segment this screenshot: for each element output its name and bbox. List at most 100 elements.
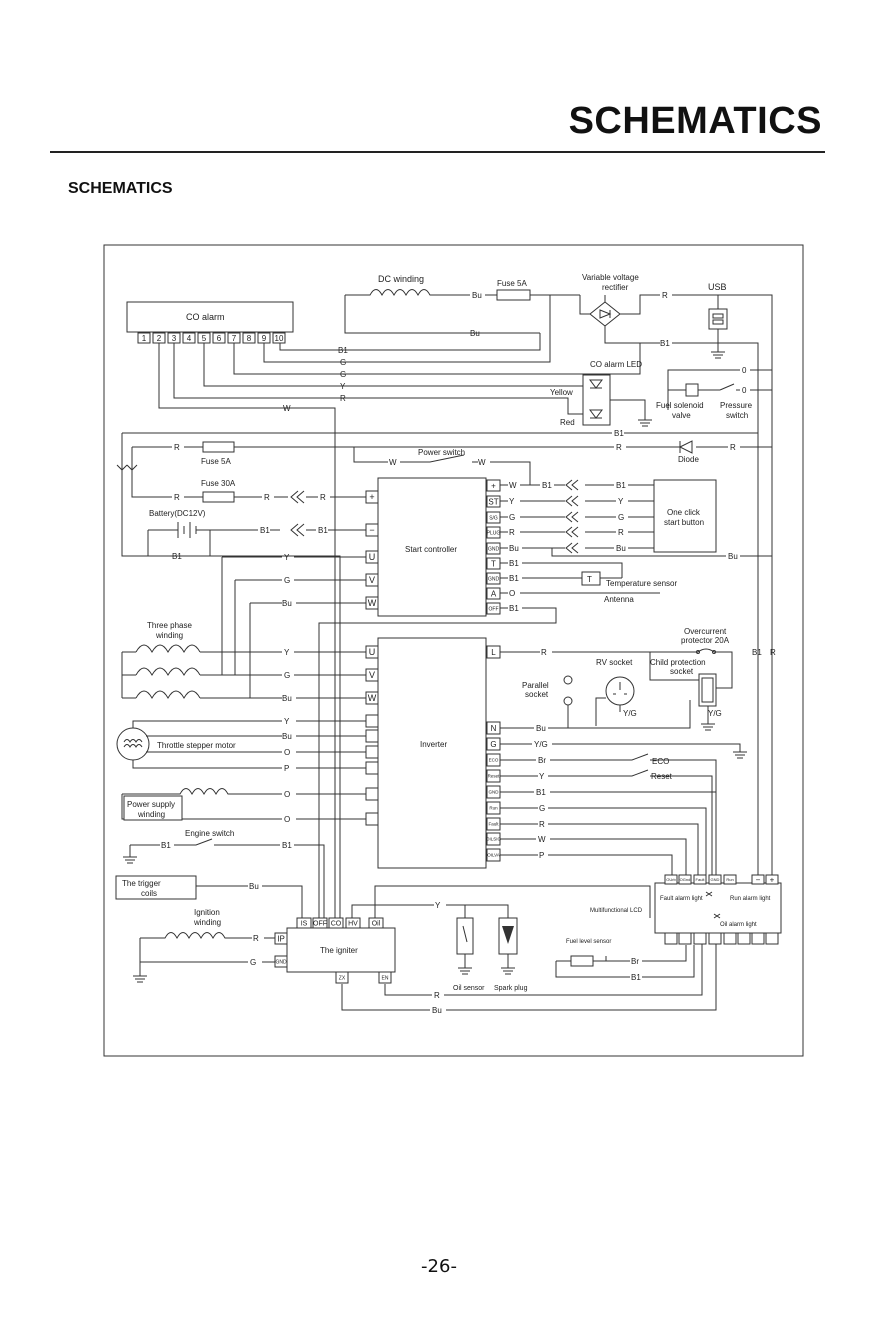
svg-text:Diode: Diode [678, 455, 699, 464]
svg-text:O: O [509, 589, 515, 598]
svg-text:Battery(DC12V): Battery(DC12V) [149, 509, 206, 518]
co-pin-7: 7 [227, 332, 241, 344]
svg-text:start button: start button [664, 518, 704, 527]
inv-right-pin-9: OILSIG [486, 832, 501, 846]
svg-text:B1: B1 [509, 604, 519, 613]
sc-pin-5-label: GND [488, 546, 500, 552]
ig-top-pin-5: Oil [368, 917, 384, 929]
svg-text:W: W [509, 481, 517, 490]
inv-left-empty-pin-6 [365, 812, 379, 826]
svg-text:R: R [174, 493, 180, 502]
svg-text:Y: Y [284, 648, 290, 657]
lcd-bottom-pins [664, 932, 779, 945]
sc-pin-6-label: T [491, 559, 496, 568]
fuse-5a-left [202, 441, 235, 453]
sc-left-pin-4-label: V [369, 575, 375, 585]
power-supply-winding: Power supply winding O O [121, 788, 366, 824]
svg-text:G: G [250, 958, 256, 967]
lcd-top-pin-6-label: − [756, 875, 761, 884]
sc-pin-9-label: OFF [489, 606, 499, 612]
diode: Diode [678, 440, 699, 464]
svg-text:socket: socket [670, 667, 694, 676]
sc-pin-8: A [486, 587, 501, 600]
svg-text:B1: B1 [614, 429, 624, 438]
sc-pin-6: T [486, 557, 501, 570]
svg-text:winding: winding [137, 810, 165, 819]
lcd-top-pin-6: − [751, 874, 765, 885]
svg-text:USB: USB [708, 282, 727, 292]
co-pin-6: 6 [212, 332, 226, 344]
co-pin-2: 2 [152, 332, 166, 344]
co-pin-9: 9 [257, 332, 271, 344]
co-pin-4: 4 [182, 332, 196, 344]
svg-text:P: P [284, 764, 289, 773]
sc-left-pin-2: − [365, 523, 379, 537]
sc-pin-7: GND [486, 572, 501, 585]
svg-text:W: W [389, 458, 397, 467]
schematic-frame [103, 244, 804, 1057]
svg-text:Bu: Bu [509, 544, 519, 553]
ig-top-pin-3-label: CO [331, 920, 342, 927]
svg-text:Inverter: Inverter [420, 740, 447, 749]
co-pin-3-label: 3 [172, 334, 177, 343]
co-pin-10-label: 10 [275, 334, 284, 343]
inv-right-pin-8: Fault [486, 817, 501, 831]
inv-left-empty-pin-5 [365, 787, 379, 801]
svg-text:B1: B1 [161, 841, 171, 850]
page-header-title: SCHEMATICS [568, 100, 822, 142]
svg-text:Engine switch: Engine switch [185, 829, 234, 838]
svg-text:Y: Y [509, 497, 515, 506]
battery: Battery(DC12V) B1 B1 [147, 509, 366, 556]
inv-left-pin-3: W [365, 691, 379, 705]
co-pin-1-label: 1 [142, 334, 147, 343]
svg-text:R: R [320, 493, 326, 502]
lcd-top-pin-4: GND [708, 874, 722, 885]
inv-right-pin-8-label: Fault [488, 822, 499, 827]
oil-sensor: Oil sensor [453, 917, 485, 992]
sc-pin-4: PLUG [486, 526, 501, 539]
inv-left-empty-pin-2 [365, 729, 379, 743]
sc-pin-1-label: + [491, 481, 496, 490]
svg-text:Bu: Bu [432, 1006, 442, 1015]
svg-text:G: G [284, 576, 290, 585]
co-pin-5-label: 5 [202, 334, 207, 343]
svg-text:Oil sensor: Oil sensor [453, 985, 485, 992]
inv-left-pin-3-label: W [368, 693, 377, 703]
ig-top-pin-3: CO [328, 917, 344, 929]
svg-text:G: G [509, 513, 515, 522]
co-pin-2-label: 2 [157, 334, 162, 343]
inv-left-pin-1-label: U [369, 647, 376, 657]
inv-right-pin-6: GND [486, 785, 501, 799]
lcd-top-pin-7: + [765, 874, 779, 885]
inv-right-pin-2: N [486, 721, 501, 735]
fuse-30a [202, 491, 235, 503]
svg-text:B1: B1 [616, 481, 626, 490]
lcd-top-pin-4-label: GND [711, 877, 720, 882]
svg-text:Bu: Bu [536, 724, 546, 733]
sc-left-pin-3: U [365, 550, 379, 564]
svg-text:switch: switch [726, 411, 748, 420]
svg-text:B1: B1 [752, 648, 762, 657]
sc-left-pin-3-label: U [369, 552, 376, 562]
sc-pin-3: S/G [486, 511, 501, 524]
ig-top-pin-2: OFF [312, 917, 328, 929]
multifunctional-lcd: Multifunctional LCD Fault alarm light Ru… [590, 882, 782, 934]
svg-text:Red: Red [560, 418, 575, 427]
svg-text:Pressure: Pressure [720, 401, 753, 410]
svg-text:B1: B1 [509, 559, 519, 568]
inv-left-pin-2-label: V [369, 670, 375, 680]
inv-left-empty-pin-1 [365, 714, 379, 728]
usb-port: USB [708, 282, 728, 359]
svg-text:T: T [587, 575, 592, 584]
inv-right-pin-10-label: OILVA [487, 853, 500, 858]
lcd-bottom-pin-1 [664, 932, 678, 945]
svg-text:Bu: Bu [282, 732, 292, 741]
rv-socket: RV socket Y/G [595, 658, 637, 726]
lcd-top-pin-1: OUrb [664, 874, 678, 885]
svg-text:G: G [539, 804, 545, 813]
